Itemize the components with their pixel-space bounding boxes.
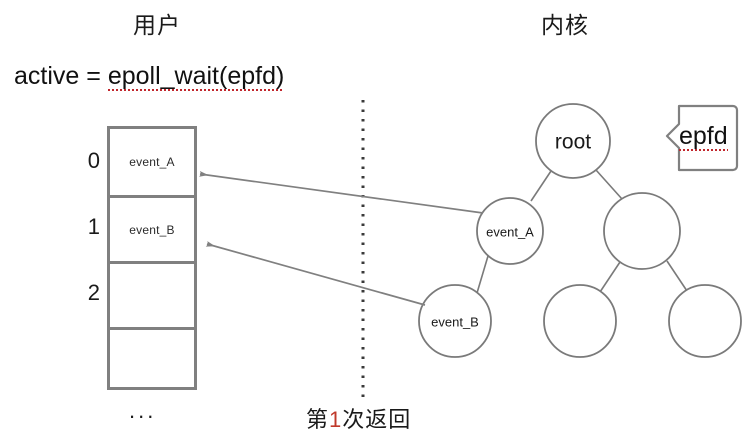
array-index-1: 1 <box>87 214 100 239</box>
copy-arrows <box>199 171 484 306</box>
epfd-callout-label: epfd <box>679 122 728 152</box>
active-events-array: event_A event_B <box>107 126 197 390</box>
return-caption: 第1次返回 <box>306 402 411 434</box>
array-cell-3[interactable] <box>110 327 194 393</box>
column-heading-user: 用户 <box>133 12 181 38</box>
tree-node-leaf-1[interactable] <box>543 284 617 358</box>
tree-node-root[interactable]: root <box>535 103 611 179</box>
edge-right-mid-leaf-1 <box>599 261 621 293</box>
array-cell-2[interactable] <box>110 261 194 327</box>
edge-root-right-mid <box>595 169 623 200</box>
tree-node-leaf-2[interactable] <box>668 284 742 358</box>
array-cell-1[interactable]: event_B <box>110 195 194 261</box>
edge-event-a-event-b <box>476 255 489 294</box>
tree-node-event-b[interactable]: event_B <box>418 284 492 358</box>
array-cell-0-label: event_A <box>129 155 175 169</box>
array-index-2: 2 <box>87 280 100 305</box>
caption-after: 次返回 <box>342 407 412 432</box>
tree-node-event-b-label: event_B <box>431 315 479 330</box>
arrow-event-b-to-slot-1 <box>205 241 426 306</box>
edge-root-event-a <box>530 170 552 202</box>
tree-node-right-mid[interactable] <box>603 192 681 270</box>
array-cell-1-label: event_B <box>129 222 175 237</box>
caption-number: 1 <box>329 407 343 432</box>
tree-edges <box>476 169 688 294</box>
epfd-text: epfd <box>679 122 728 152</box>
code-epoll-wait-call: epoll_wait(epfd) <box>107 62 285 92</box>
array-ellipsis: ... <box>129 398 157 423</box>
tree-node-root-label: root <box>555 131 591 154</box>
column-heading-kernel: 内核 <box>541 12 589 38</box>
code-prefix: active = <box>14 62 108 90</box>
arrow-event-a-to-slot-0 <box>199 171 484 214</box>
tree-node-event-a[interactable]: event_A <box>476 197 544 265</box>
tree-node-event-a-label: event_A <box>486 225 534 240</box>
array-cell-0[interactable]: event_A <box>110 129 194 195</box>
code-expression: active = epoll_wait(epfd) <box>14 62 285 92</box>
array-index-0: 0 <box>87 148 100 173</box>
edge-right-mid-leaf-2 <box>666 260 688 292</box>
caption-before: 第 <box>306 407 330 432</box>
